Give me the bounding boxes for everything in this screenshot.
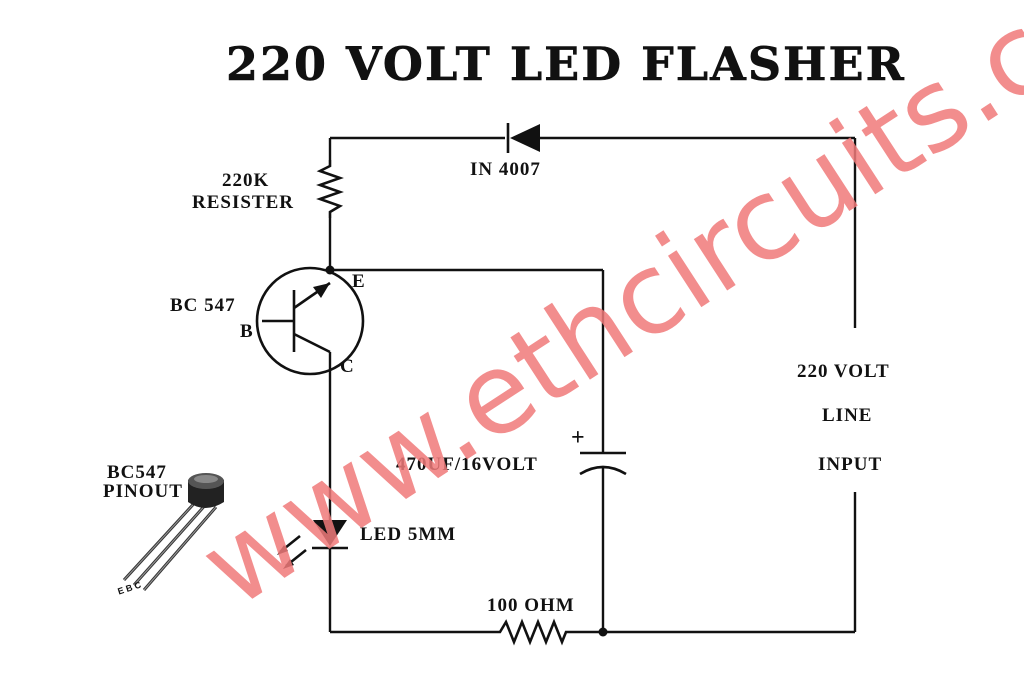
capacitor-symbol (579, 451, 627, 476)
capacitor-plus: + (571, 425, 586, 451)
collector-label: C (340, 356, 355, 377)
led-label: LED 5MM (360, 524, 456, 545)
led-symbol (277, 520, 348, 569)
transistor-symbol (255, 266, 365, 376)
transistor-label: BC 547 (170, 295, 236, 316)
junction-bottom (598, 627, 608, 637)
watermark-text: www.ethcircuits.com (179, 0, 1024, 633)
diagram-title: 220 VOLT LED FLASHER (226, 37, 906, 91)
base-label: B (240, 321, 254, 342)
pinout-label-line1: BC547 (107, 462, 167, 483)
transistor-package-illustration (122, 473, 224, 591)
input-label-line1: 220 VOLT (797, 361, 890, 382)
pinout-label-line2: PINOUT (103, 481, 183, 502)
emitter-label: E (352, 271, 366, 292)
resistor-220k-name: RESISTER (192, 192, 294, 213)
input-label-line3: INPUT (818, 454, 882, 475)
capacitor-label: 470UF/16VOLT (396, 454, 538, 475)
resistor-100ohm-symbol (492, 618, 572, 646)
resistor-100ohm-label: 100 OHM (487, 595, 575, 616)
resistor-220k-value: 220K (222, 170, 269, 191)
wires (328, 136, 857, 634)
resistor-220k-symbol (316, 160, 344, 218)
diode-label: IN 4007 (470, 159, 541, 180)
diode-symbol (506, 123, 540, 153)
pinout-pin-letters: E B C (116, 579, 142, 596)
input-label-line2: LINE (822, 405, 872, 426)
